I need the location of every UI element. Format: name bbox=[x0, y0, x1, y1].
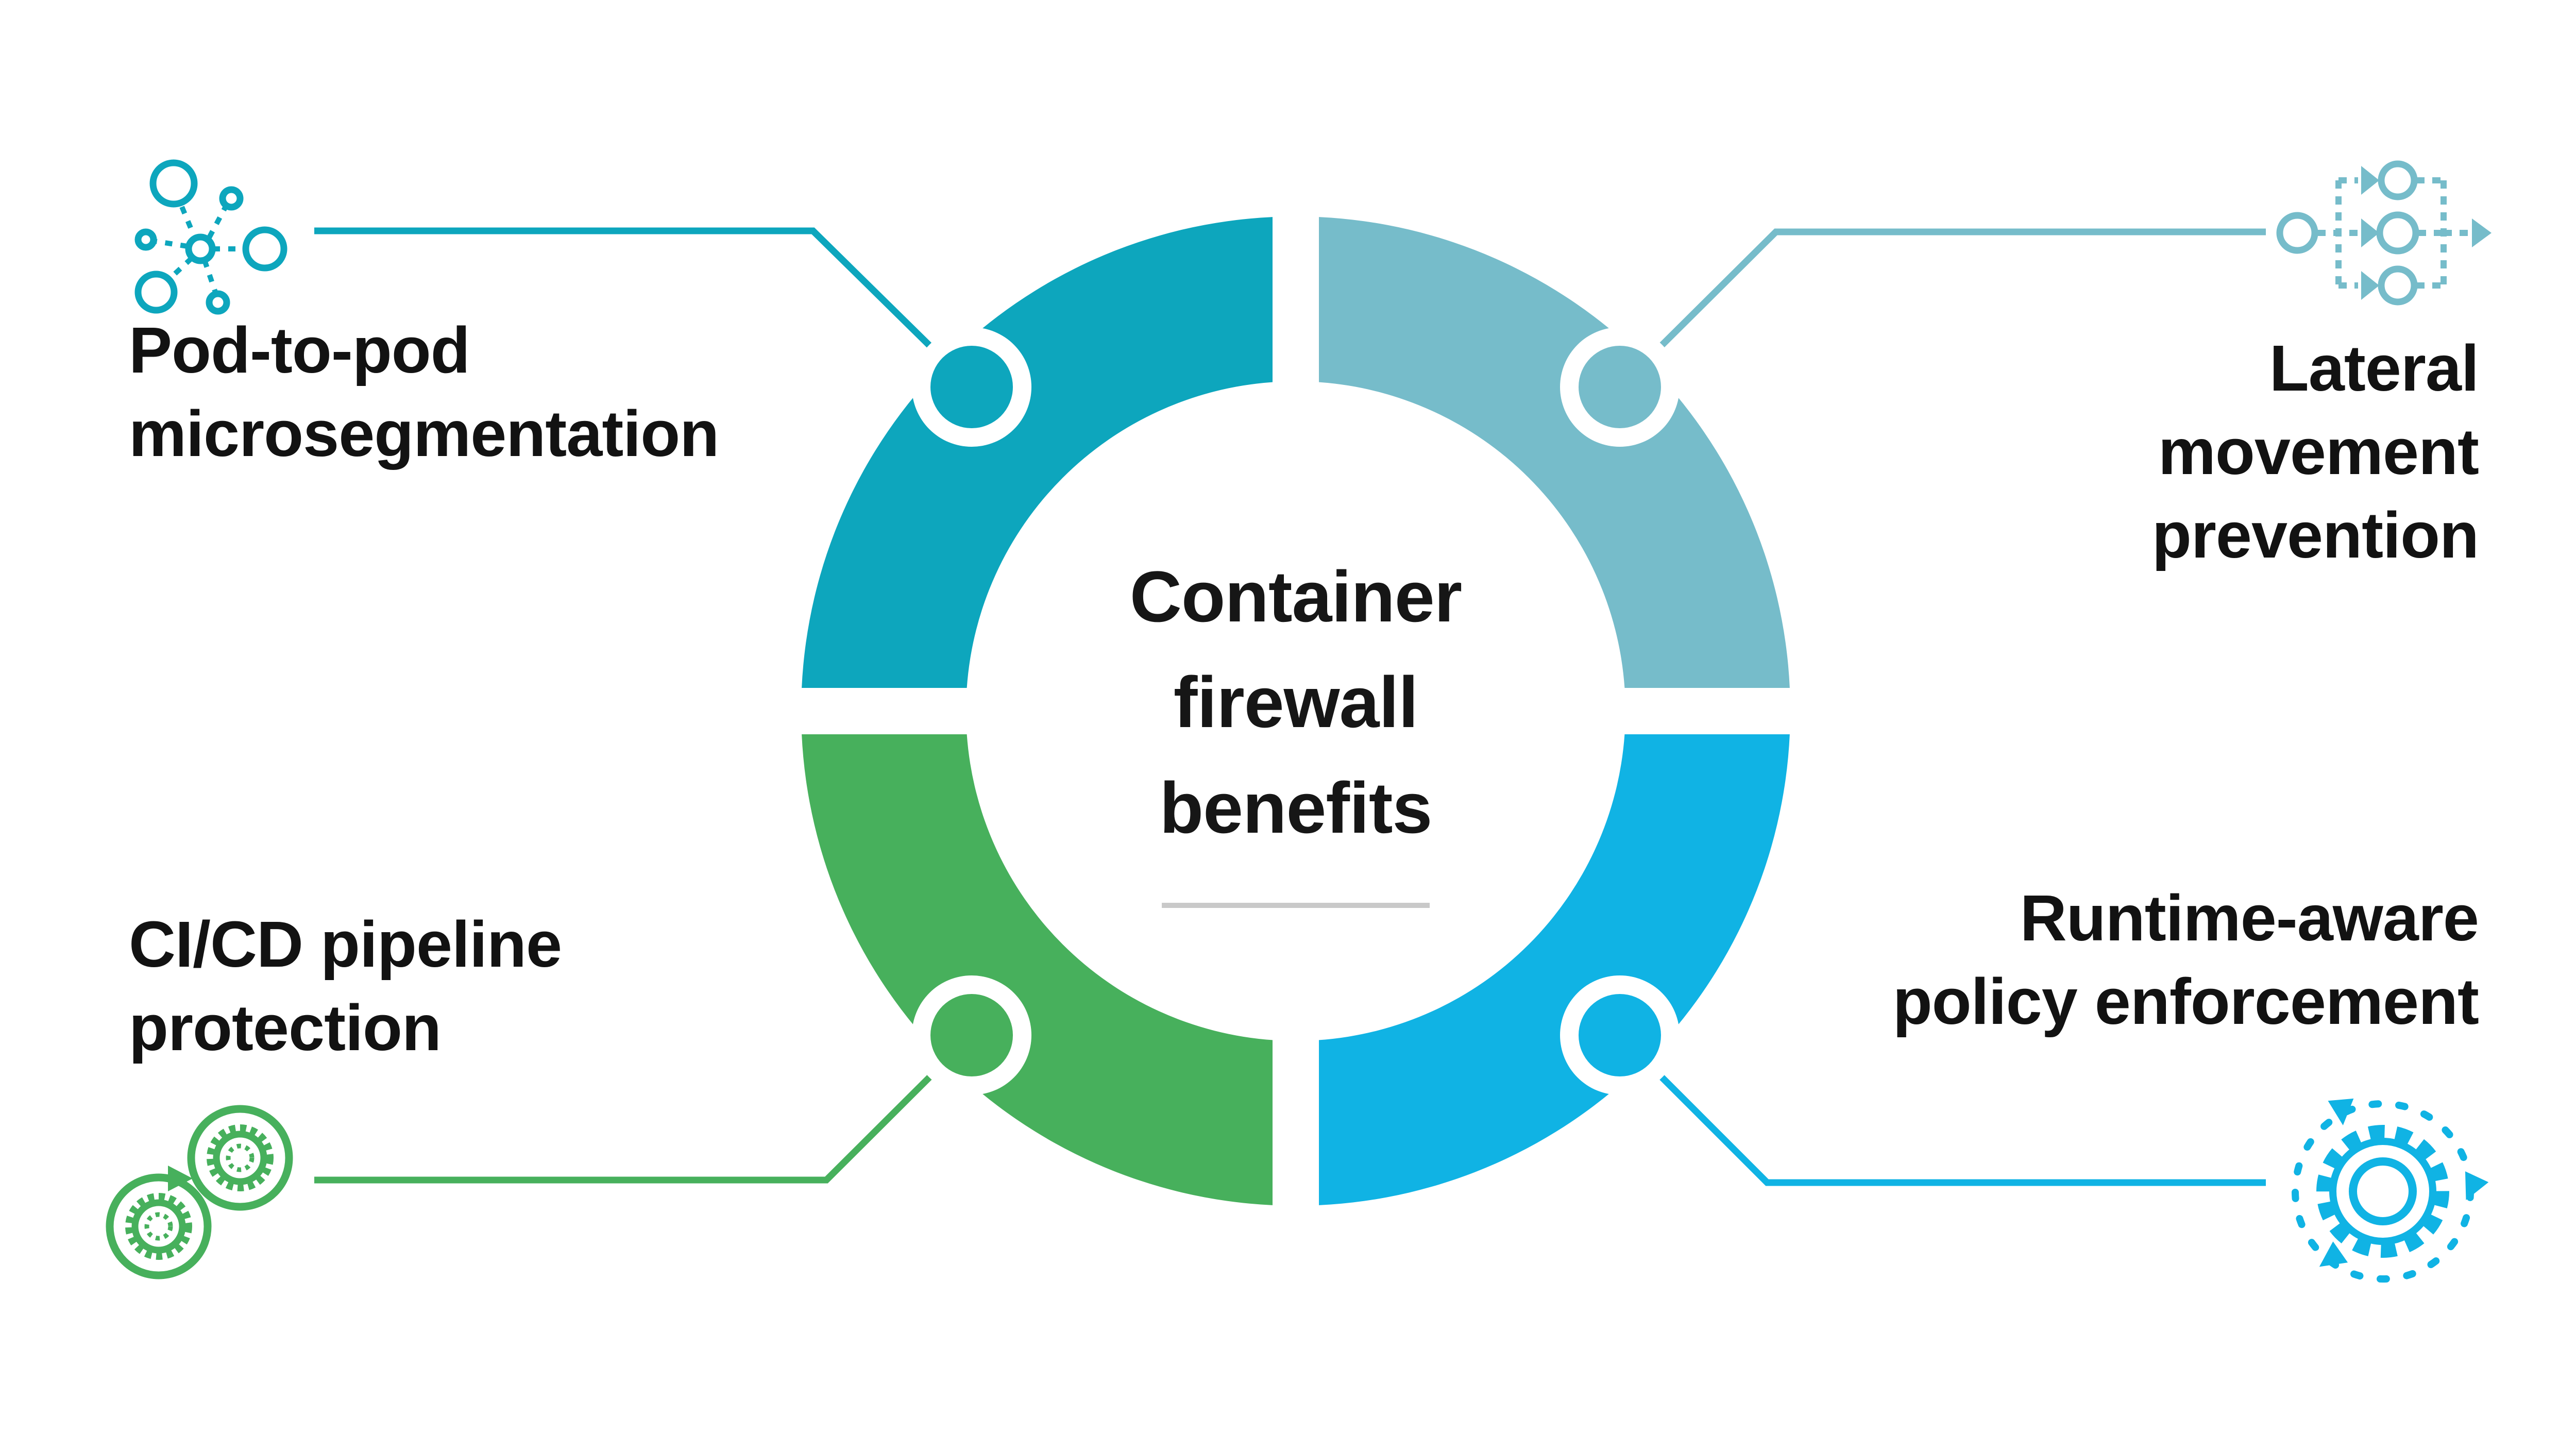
pod-network-icon bbox=[134, 159, 287, 315]
pod-node-circle bbox=[242, 226, 287, 272]
flow-dashed-paths bbox=[2317, 177, 2469, 289]
title-line: Container bbox=[1129, 556, 1462, 637]
arrowhead-icon bbox=[2328, 1098, 2354, 1125]
pod-node-circle bbox=[206, 290, 230, 315]
gear-icon bbox=[207, 1124, 274, 1191]
label-pod-to-pod-microsegmentation: Pod-to-pod microsegmentation bbox=[129, 309, 719, 476]
pod-node-circle bbox=[149, 159, 198, 208]
arrowhead-icon bbox=[2361, 218, 2379, 247]
arrowhead-icon bbox=[2319, 1241, 2348, 1267]
gear-hub bbox=[2349, 1157, 2417, 1225]
arrowhead-icon bbox=[2472, 218, 2492, 247]
segment-bottom-right bbox=[1319, 734, 1790, 1205]
gear-body bbox=[213, 1131, 267, 1185]
label-cicd-pipeline-protection: CI/CD pipeline protection bbox=[129, 903, 562, 1070]
label-lateral-movement-prevention: Lateral movement prevention bbox=[2152, 327, 2479, 577]
title-line: firewall bbox=[1173, 662, 1418, 743]
label-line: CI/CD pipeline bbox=[129, 908, 562, 981]
node-dot-bottom-left bbox=[930, 994, 1013, 1076]
connector-lines bbox=[314, 227, 2266, 1186]
gear-body bbox=[131, 1199, 186, 1254]
connector-bottom-left bbox=[314, 1033, 974, 1184]
connector-top-right bbox=[1617, 228, 2266, 390]
pod-network-links bbox=[154, 202, 244, 293]
branch-flow-icon bbox=[2276, 160, 2492, 306]
label-line: movement bbox=[2158, 415, 2479, 488]
cicd-loop-gears-icon bbox=[106, 1105, 293, 1279]
connector-top-left bbox=[314, 227, 974, 390]
donut-center-title: Container firewall benefits bbox=[884, 544, 1708, 861]
gear-icon bbox=[125, 1193, 192, 1260]
gear-hub-dashed bbox=[144, 1212, 173, 1241]
rotation-arrowheads bbox=[2319, 1098, 2489, 1267]
ring-nodes bbox=[912, 327, 1680, 1095]
donut-ring bbox=[802, 217, 1790, 1205]
node-dot-top-right bbox=[1579, 346, 1661, 428]
node-dot-top-left bbox=[930, 346, 1013, 428]
flow-branch-circle bbox=[2378, 265, 2418, 306]
title-underline bbox=[1162, 903, 1430, 908]
arrowhead-icon bbox=[2361, 271, 2379, 300]
cicd-loop-arrowhead-icon bbox=[168, 1166, 193, 1191]
cicd-loop-circle bbox=[106, 1173, 212, 1279]
flow-branch-circle bbox=[2378, 160, 2418, 200]
label-line: Runtime-aware bbox=[2020, 882, 2479, 954]
gear-teeth bbox=[2316, 1125, 2449, 1258]
pod-node-circle bbox=[219, 186, 244, 211]
label-line: policy enforcement bbox=[1892, 965, 2479, 1038]
title-line: benefits bbox=[1159, 767, 1433, 848]
pod-node-circle bbox=[134, 271, 178, 314]
segment-bottom-left bbox=[802, 734, 1273, 1205]
arrowhead-icon bbox=[2361, 166, 2379, 195]
gear-teeth bbox=[207, 1124, 274, 1191]
node-dot-bottom-right bbox=[1579, 994, 1661, 1076]
segment-top-right bbox=[1319, 217, 1790, 688]
connector-bottom-right bbox=[1617, 1033, 2266, 1186]
gear-body bbox=[2329, 1138, 2436, 1245]
pod-hub-circle bbox=[185, 233, 216, 264]
label-runtime-aware-policy-enforcement: Runtime-aware policy enforcement bbox=[1893, 877, 2479, 1043]
label-line: protection bbox=[129, 991, 442, 1064]
label-line: microsegmentation bbox=[129, 397, 719, 470]
flow-source-circle bbox=[2276, 212, 2318, 254]
flow-branch-circle bbox=[2376, 211, 2419, 255]
flow-arrowheads bbox=[2361, 166, 2492, 300]
arrowhead-icon bbox=[2465, 1171, 2489, 1201]
segment-top-left bbox=[802, 217, 1273, 688]
label-line: Pod-to-pod bbox=[129, 314, 470, 386]
cicd-loop-circle bbox=[187, 1105, 293, 1211]
gear-teeth bbox=[125, 1193, 192, 1260]
rotating-gear-icon bbox=[2292, 1098, 2489, 1283]
label-line: prevention bbox=[2151, 499, 2479, 571]
gear-hub-dashed bbox=[226, 1143, 255, 1172]
label-line: Lateral bbox=[2269, 332, 2479, 405]
pod-node-circle bbox=[134, 228, 157, 251]
